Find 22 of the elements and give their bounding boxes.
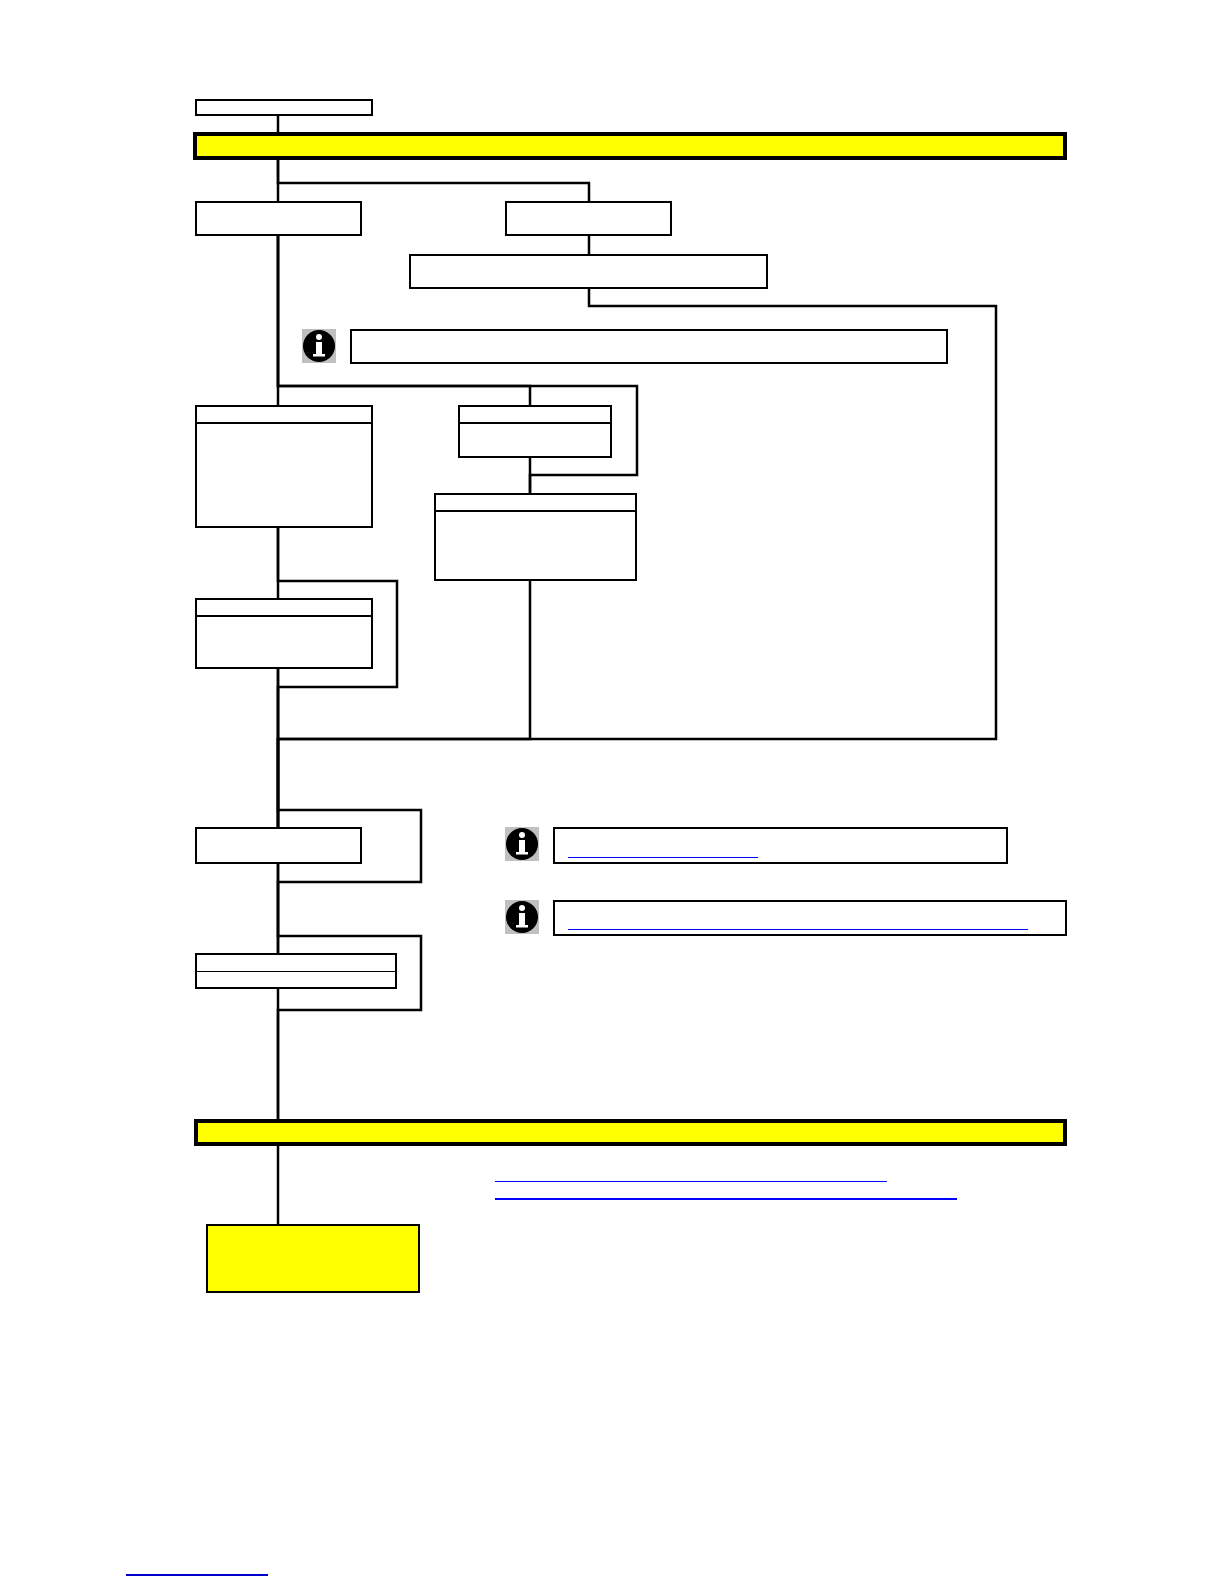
process-box xyxy=(505,201,672,236)
highlight-box xyxy=(193,132,1067,160)
highlight-box xyxy=(206,1224,420,1293)
process-box xyxy=(553,900,1067,936)
process-box xyxy=(409,254,768,289)
process-box xyxy=(195,201,362,236)
process-box xyxy=(195,827,362,864)
process-box xyxy=(434,493,637,581)
connector-line xyxy=(276,669,423,953)
highlight-box xyxy=(194,1119,1067,1146)
connector-line xyxy=(276,864,423,1119)
process-box xyxy=(195,598,373,669)
process-box xyxy=(553,827,1008,864)
process-box xyxy=(458,405,612,458)
process-box xyxy=(195,99,373,116)
connector-line xyxy=(276,160,591,201)
process-box xyxy=(195,953,397,989)
connector-line xyxy=(276,1146,280,1224)
connector-line xyxy=(276,288,998,827)
connector-line xyxy=(528,458,532,493)
process-box xyxy=(195,405,373,528)
process-box xyxy=(350,329,948,364)
